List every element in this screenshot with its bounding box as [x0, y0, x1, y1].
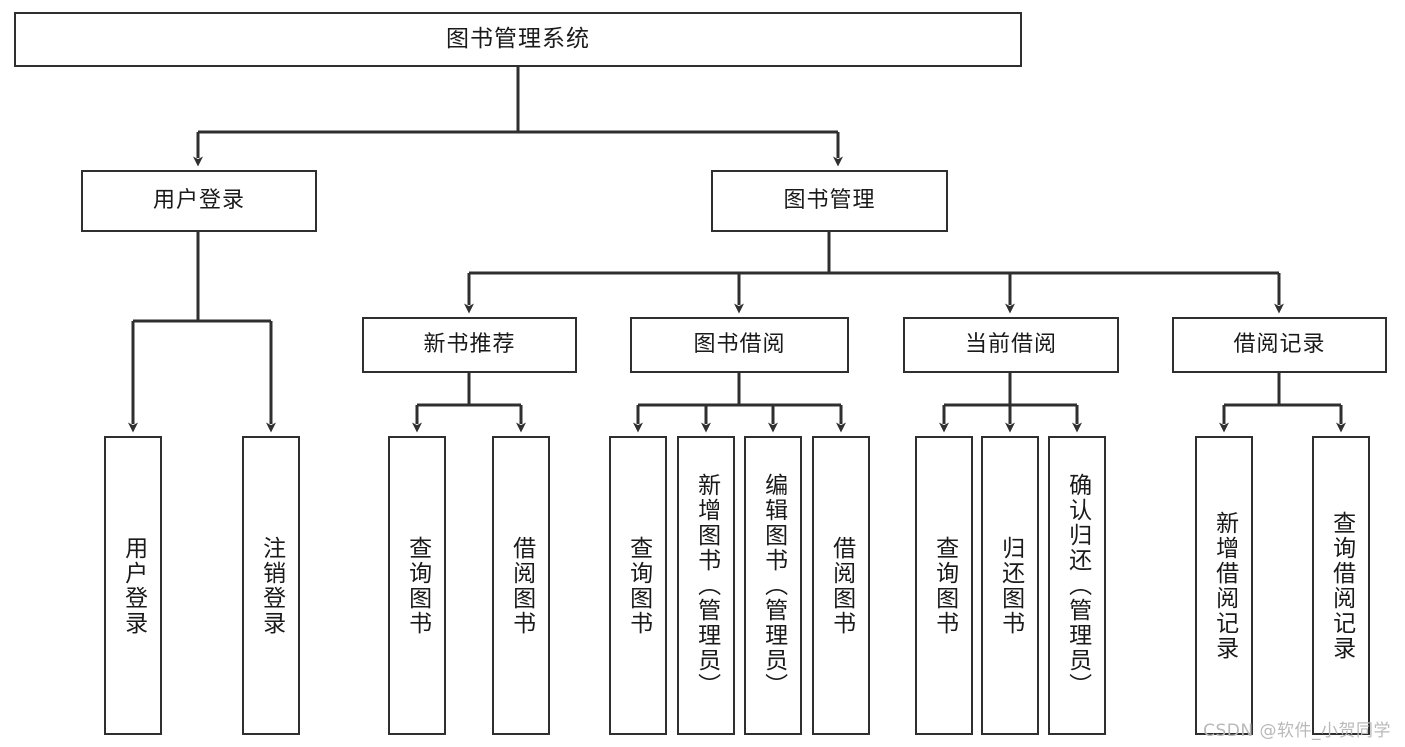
leaf-query-book-recommend[interactable]: 查询图书	[388, 436, 446, 735]
node-new-book-recommend[interactable]: 新书推荐	[362, 317, 577, 373]
node-label: 图书管理系统	[446, 26, 590, 53]
csdn-watermark: CSDN @软件_小贺同学	[1203, 721, 1391, 741]
leaf-query-borrow-record[interactable]: 查询借阅记录	[1312, 436, 1370, 735]
leaf-add-borrow-record[interactable]: 新增借阅记录	[1195, 436, 1253, 735]
node-label: 查询图书	[931, 535, 958, 636]
node-user-login[interactable]: 用户登录	[81, 170, 317, 232]
node-label: 查询借阅记录	[1328, 510, 1355, 661]
node-label: 当前借阅	[964, 331, 1057, 357]
leaf-borrow-book-recommend[interactable]: 借阅图书	[492, 436, 550, 735]
node-label: 归还图书	[997, 535, 1024, 636]
node-label: 查询图书	[625, 535, 652, 636]
node-label: 查询图书	[404, 535, 431, 636]
node-label: 新增借阅记录	[1211, 510, 1238, 661]
node-label: 确认归还（管理员）	[1064, 473, 1091, 698]
node-root-book-management-system[interactable]: 图书管理系统	[14, 12, 1022, 67]
node-label: 图书管理	[783, 187, 876, 213]
leaf-add-book-admin[interactable]: 新增图书（管理员）	[677, 436, 735, 735]
node-label: 新增图书（管理员）	[693, 473, 720, 698]
leaf-return-book[interactable]: 归还图书	[981, 436, 1039, 735]
leaf-query-book-borrow[interactable]: 查询图书	[609, 436, 667, 735]
leaf-logout[interactable]: 注销登录	[242, 436, 300, 735]
leaf-edit-book-admin[interactable]: 编辑图书（管理员）	[744, 436, 802, 735]
node-label: 注销登录	[258, 535, 285, 636]
node-label: 编辑图书（管理员）	[760, 473, 787, 698]
leaf-query-book-current[interactable]: 查询图书	[915, 436, 973, 735]
node-label: 用户登录	[120, 535, 147, 636]
node-current-borrow[interactable]: 当前借阅	[903, 317, 1119, 373]
node-label: 借阅图书	[828, 535, 855, 636]
node-book-management[interactable]: 图书管理	[711, 170, 948, 232]
node-label: 借阅记录	[1233, 331, 1326, 357]
leaf-user-login[interactable]: 用户登录	[104, 436, 162, 735]
node-book-borrow[interactable]: 图书借阅	[630, 317, 849, 373]
node-borrow-record[interactable]: 借阅记录	[1172, 317, 1387, 373]
node-label: 新书推荐	[423, 331, 516, 357]
node-label: 图书借阅	[693, 331, 786, 357]
node-label: 借阅图书	[508, 535, 535, 636]
node-label: 用户登录	[152, 187, 245, 213]
leaf-borrow-book[interactable]: 借阅图书	[812, 436, 870, 735]
leaf-confirm-return-admin[interactable]: 确认归还（管理员）	[1048, 436, 1106, 735]
